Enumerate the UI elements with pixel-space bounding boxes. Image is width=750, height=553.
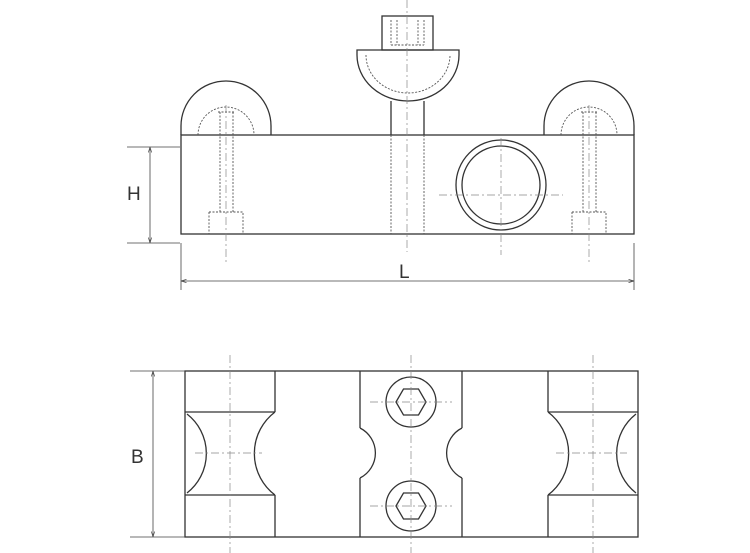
- length-label: L: [399, 262, 410, 283]
- width-label: B: [131, 447, 144, 468]
- left-dome: [180, 80, 272, 135]
- center-stem: [390, 101, 425, 135]
- left-groove-arc: [186, 413, 207, 494]
- bore-outer: [455, 139, 547, 231]
- body-outline: [180, 134, 635, 235]
- cap-hemisphere: [356, 49, 460, 102]
- right-groove-arc: [616, 413, 637, 494]
- left-bolt-hidden: [208, 111, 244, 234]
- top-view: B: [130, 355, 639, 553]
- right-dome: [543, 80, 635, 135]
- right-bolt-hidden: [571, 111, 607, 234]
- height-label: H: [127, 184, 141, 205]
- top-knob: [381, 15, 434, 51]
- top-body-outline: [184, 370, 639, 538]
- front-view: H L: [127, 0, 635, 290]
